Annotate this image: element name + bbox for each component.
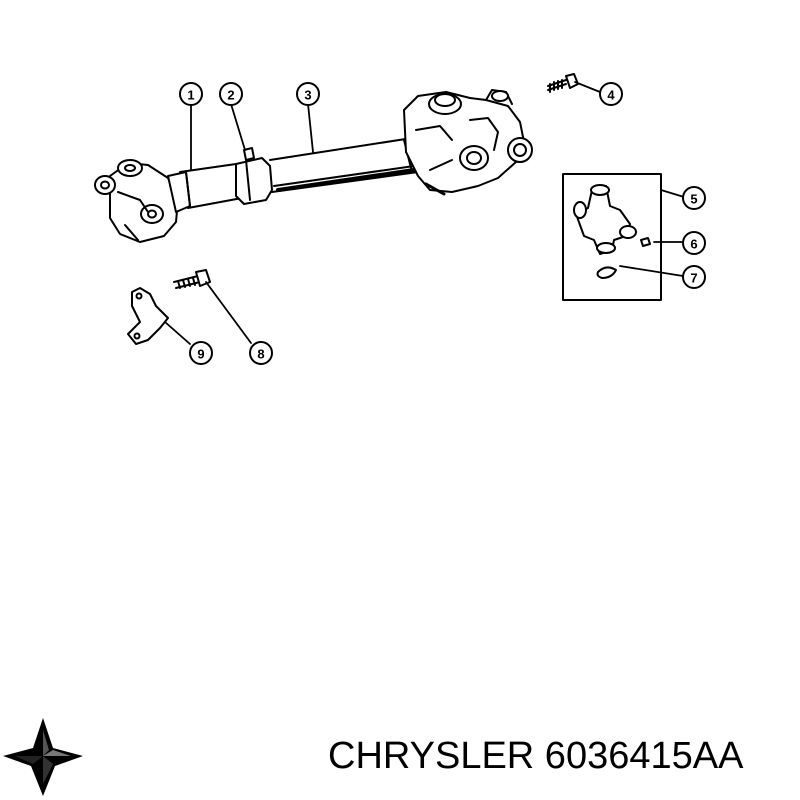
chrysler-pentastar-logo <box>3 718 83 796</box>
callout-8-label: 8 <box>257 347 264 362</box>
strap-part-9 <box>127 287 169 345</box>
callout-7-label: 7 <box>690 271 697 286</box>
callout-9-label: 9 <box>197 347 204 362</box>
callout-8-circle <box>249 341 273 365</box>
callout-3-label: 3 <box>304 88 311 103</box>
callout-2-label: 2 <box>227 88 234 103</box>
callout-9-circle <box>189 341 213 365</box>
callout-6-circle <box>682 231 706 255</box>
bolt-part-4 <box>547 73 579 93</box>
callout-6-label: 6 <box>690 237 697 252</box>
bolt-part-8 <box>173 269 211 289</box>
part-number-caption: CHRYSLER 6036415AA <box>328 735 744 777</box>
callout-7-circle <box>682 265 706 289</box>
callout-4-label: 4 <box>607 88 615 103</box>
u-joint-kit <box>562 173 662 301</box>
callout-2-circle <box>219 82 243 106</box>
leader-lines <box>164 81 685 345</box>
callout-5-circle <box>682 186 706 210</box>
driveshaft-assembly <box>94 89 533 243</box>
callout-3-circle <box>296 82 320 106</box>
callout-circles <box>179 82 706 365</box>
callout-4-circle <box>599 82 623 106</box>
callout-5-label: 5 <box>690 192 697 207</box>
callout-1-label: 1 <box>187 88 194 103</box>
callout-1-circle <box>179 82 203 106</box>
